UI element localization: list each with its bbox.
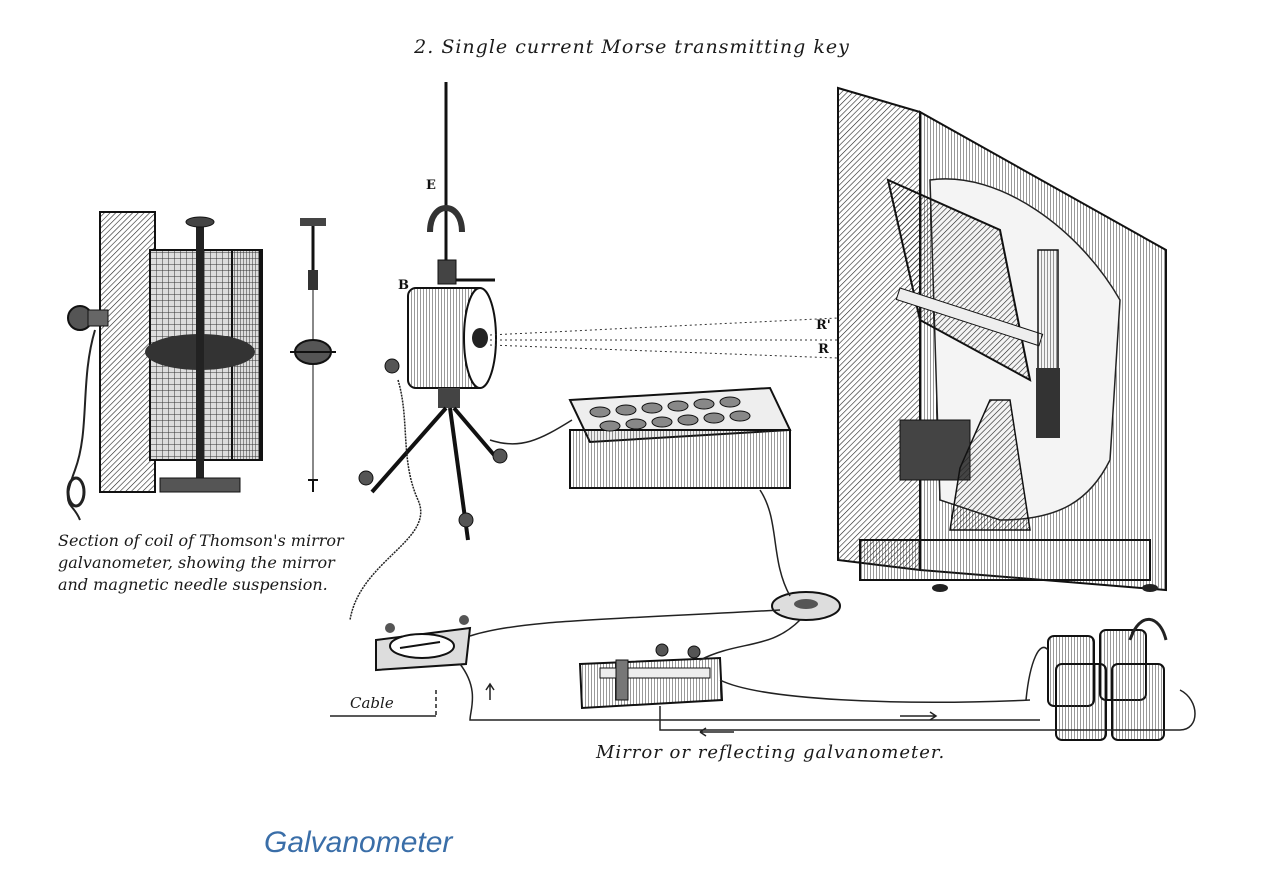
connecting-wires — [330, 419, 1196, 737]
label-e: E — [426, 178, 436, 193]
mirror-galvanometer-tripod — [349, 82, 508, 621]
light-beam — [489, 317, 839, 359]
lamp-and-scale-housing — [837, 86, 1167, 592]
coil-section-illustration — [66, 211, 263, 521]
resistance-box — [568, 386, 792, 489]
cable-label: Cable — [350, 694, 394, 712]
needle-suspension-illustration — [290, 218, 336, 492]
label-r-prime: R' — [816, 318, 831, 333]
mirror-galvanometer-caption: Mirror or reflecting galvanometer. — [596, 742, 946, 763]
battery-cells — [1047, 617, 1168, 741]
morse-key — [578, 643, 724, 710]
label-r: R — [818, 342, 829, 357]
commutator-wheel — [771, 591, 841, 621]
slide-title: Galvanometer — [264, 826, 453, 859]
engraving-heading: 2. Single current Morse transmitting key — [414, 36, 850, 58]
switch-plate — [375, 615, 472, 672]
coil-section-caption: Section of coil of Thomson's mirror galv… — [58, 531, 344, 594]
label-b: B — [398, 278, 409, 293]
